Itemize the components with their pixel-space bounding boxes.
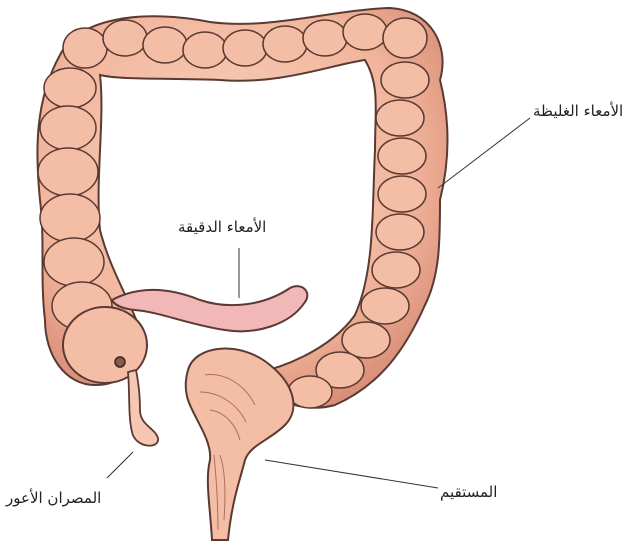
rectum xyxy=(186,349,294,540)
label-large-intestine: الأمعاء الغليظة xyxy=(533,104,623,119)
leader-line-rectum xyxy=(265,460,438,488)
label-small-intestine: الأمعاء الدقيقة xyxy=(178,220,266,235)
label-rectum: المستقيم xyxy=(440,485,497,500)
leader-line-large-intestine xyxy=(438,118,530,188)
label-cecum: المصران الأعور xyxy=(6,491,101,506)
appendix xyxy=(128,370,158,446)
leader-line-cecum xyxy=(107,452,133,478)
ileocecal-opening xyxy=(115,357,125,367)
